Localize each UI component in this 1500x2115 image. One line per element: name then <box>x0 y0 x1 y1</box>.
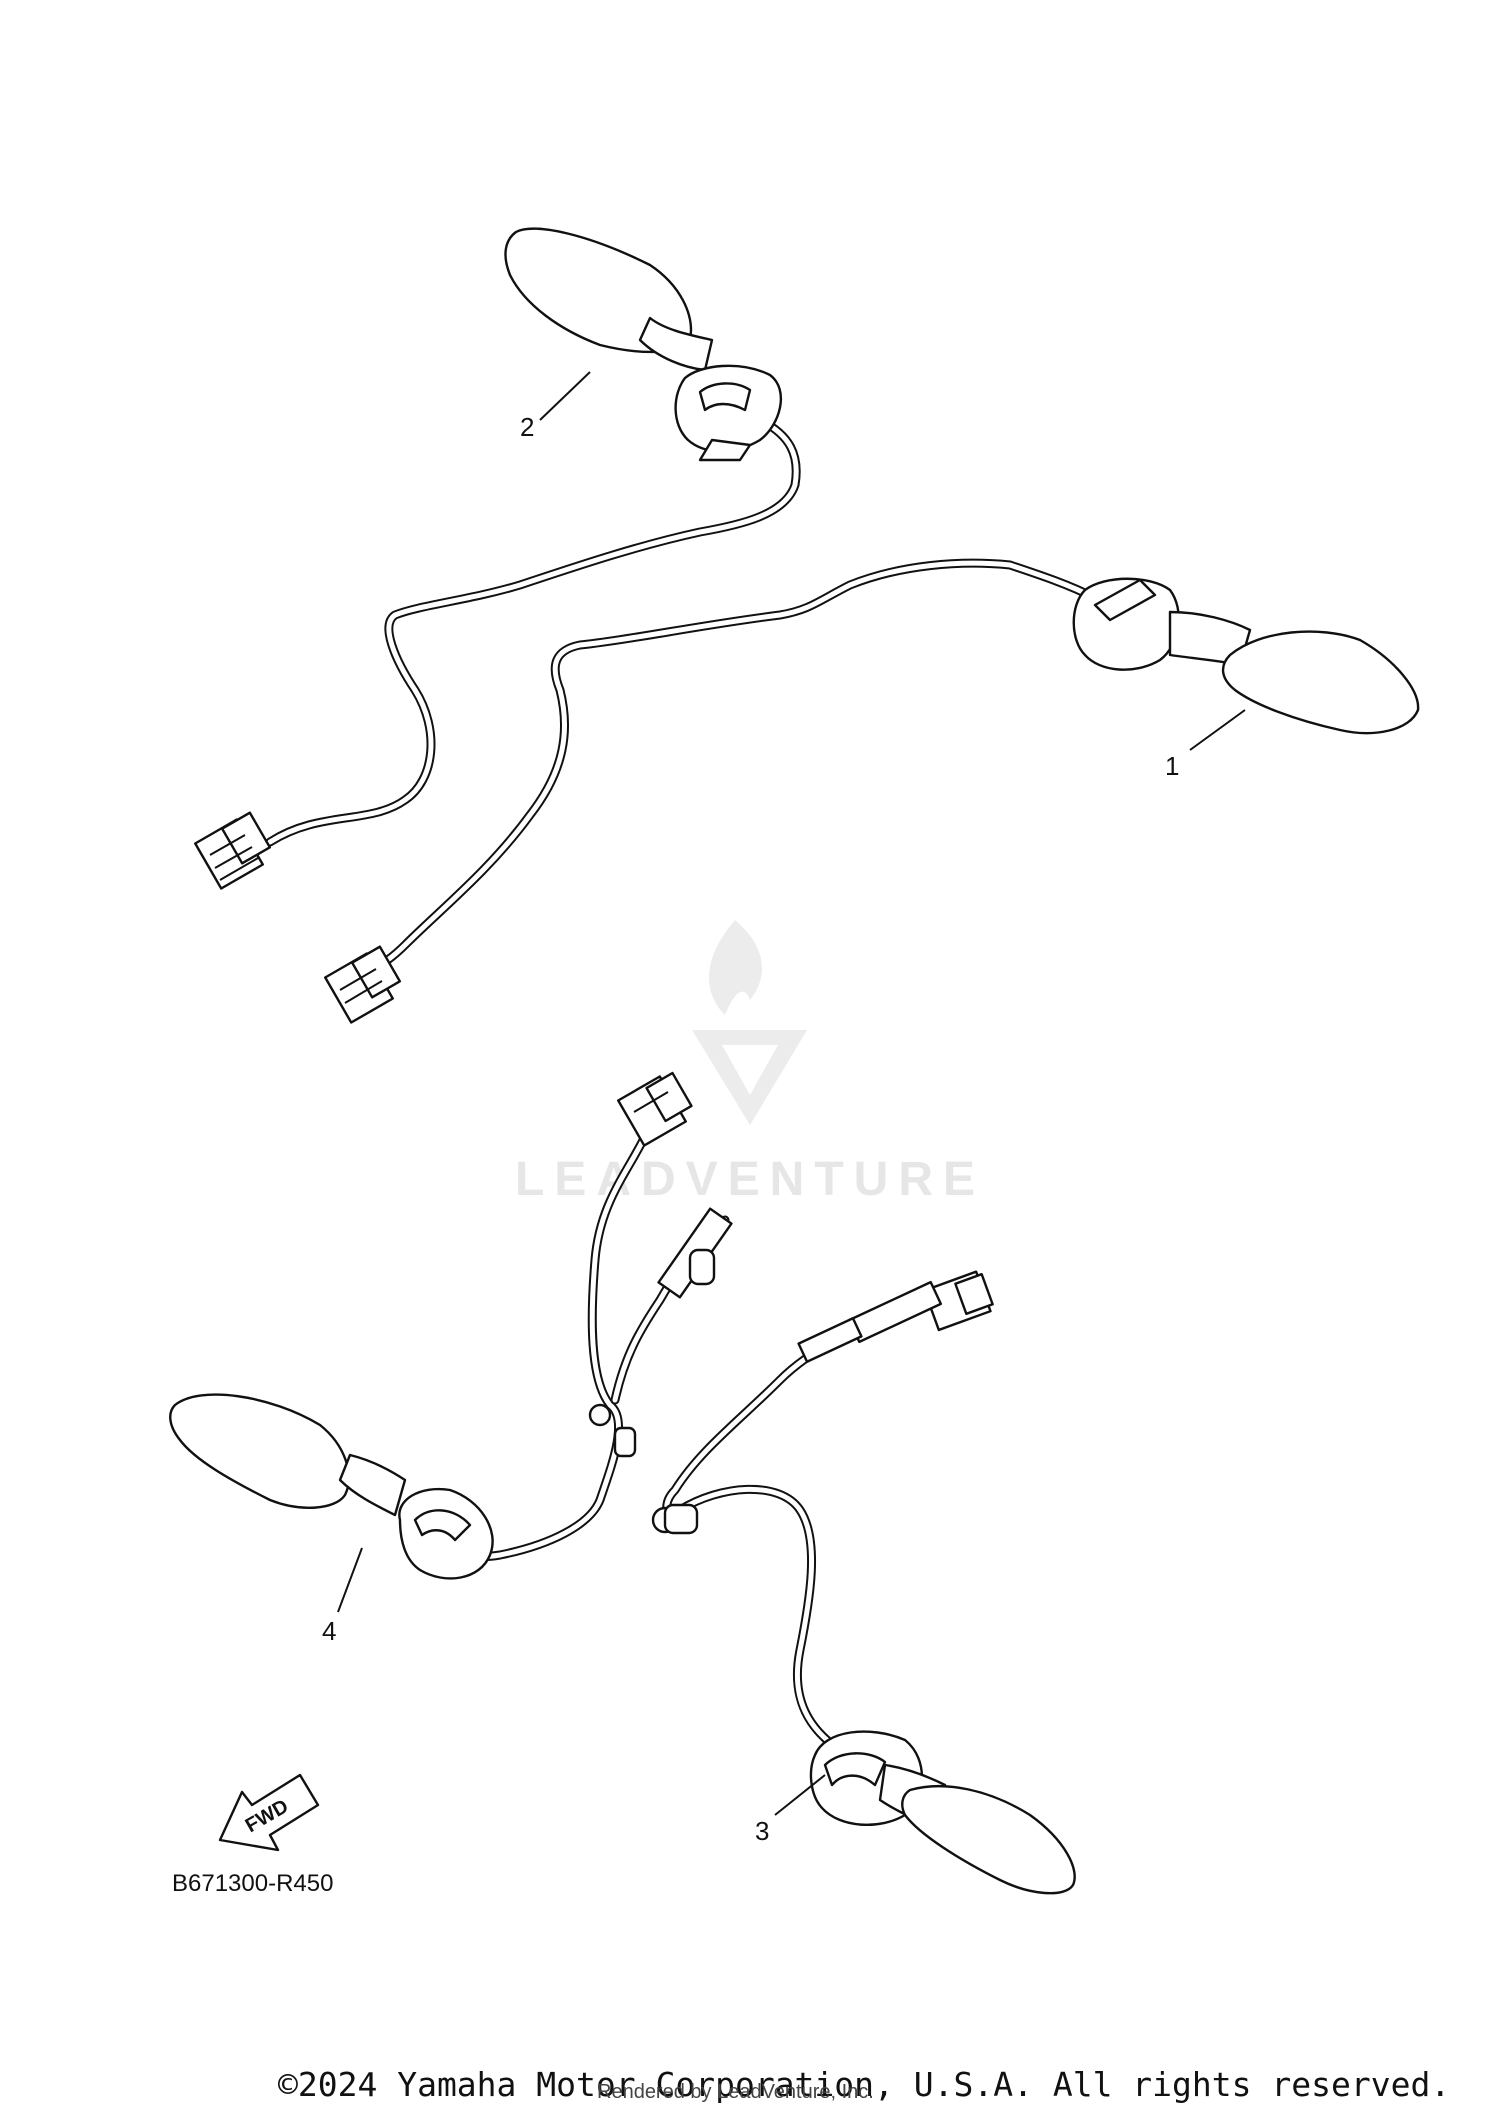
watermark: LEADVENTURE <box>515 920 985 1206</box>
connector-3 <box>797 1270 994 1363</box>
reference-code: B671300-R450 <box>172 1870 334 1897</box>
stem-2 <box>638 316 714 372</box>
connector-2 <box>194 811 272 890</box>
turn-signal-assembly-4 <box>169 1071 733 1580</box>
connector-4 <box>617 1071 693 1147</box>
fwd-arrow-icon: FWD <box>218 1773 320 1852</box>
turn-signal-assembly-1 <box>324 558 1420 1024</box>
callout-3: 3 <box>755 1816 769 1846</box>
callout-2: 2 <box>520 412 534 442</box>
callout-1: 1 <box>1165 751 1179 781</box>
watermark-flame-icon <box>708 920 762 1015</box>
connector-1 <box>324 945 402 1024</box>
callout-4: 4 <box>322 1616 336 1646</box>
turn-signal-assembly-3 <box>651 1270 1076 1895</box>
watermark-v-icon <box>692 1030 807 1125</box>
grommet-2 <box>674 364 783 453</box>
copyright-notice: ©2024 Yamaha Motor Corporation, U.S.A. A… <box>278 2065 1451 2104</box>
stem-4 <box>338 1453 407 1517</box>
lens-3 <box>901 1784 1076 1895</box>
leader-lines <box>337 371 1246 1816</box>
clamp-3 <box>651 1503 699 1535</box>
rendered-by-notice: Rendered by LeadVenture, Inc. <box>597 2081 874 2103</box>
turn-signal-assembly-2 <box>194 227 801 890</box>
watermark-text: LEADVENTURE <box>515 1153 985 1206</box>
clamp-4 <box>588 1403 637 1458</box>
lens-1 <box>1221 630 1420 735</box>
clip-4 <box>657 1207 733 1299</box>
lens-4 <box>169 1393 350 1509</box>
